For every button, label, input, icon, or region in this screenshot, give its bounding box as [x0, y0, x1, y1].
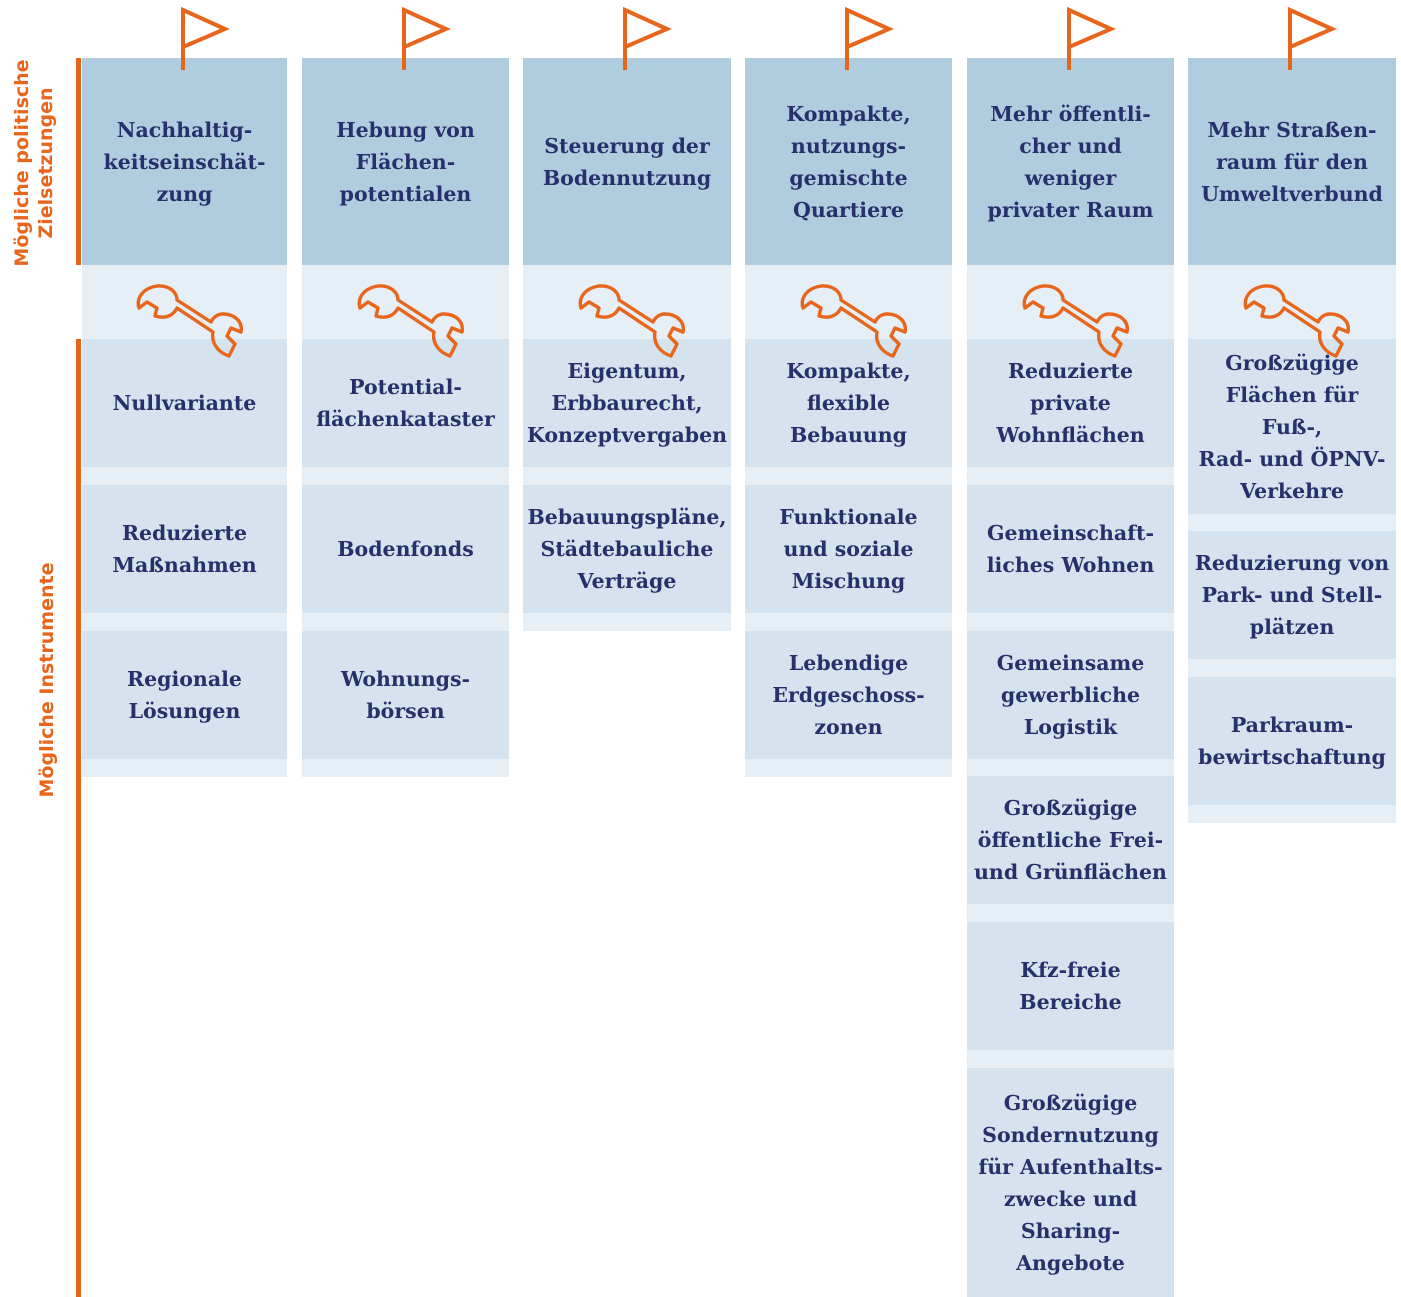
- instrument-separator: [1188, 805, 1396, 823]
- instrument-box: Bebauungspläne, Städtebauliche Verträge: [523, 485, 731, 613]
- instrument-box: Gemeinschaft- liches Wohnen: [967, 485, 1174, 613]
- instrument-label: Eigentum, Erbbaurecht, Konzeptvergaben: [526, 359, 728, 447]
- instrument-separator: [745, 467, 952, 485]
- instrument-label: Kfz-freie Bereiche: [1019, 958, 1122, 1014]
- instrument-box: Großzügige Flächen für Fuß-, Rad- und ÖP…: [1188, 339, 1396, 514]
- instrument-label: Lebendige Erdgeschoss- zonen: [772, 651, 925, 739]
- instrument-label: Reduzierte private Wohnflächen: [996, 359, 1145, 447]
- instrument-label: Parkraum- bewirtschaftung: [1198, 713, 1386, 769]
- instrument-label: Gemeinsame gewerbliche Logistik: [996, 651, 1145, 739]
- instrument-separator: [967, 467, 1174, 485]
- instrument-label: Funktionale und soziale Mischung: [779, 505, 918, 593]
- instrument-box: Reduzierung von Park- und Stell- plätzen: [1188, 531, 1396, 659]
- instrument-separator: [967, 1050, 1174, 1068]
- instrument-label: Großzügige Flächen für Fuß-, Rad- und ÖP…: [1198, 350, 1386, 503]
- instrument-label: Bebauungspläne, Städtebauliche Verträge: [527, 505, 727, 593]
- instrument-box: Großzügige Sondernutzung für Aufenthalts…: [967, 1068, 1174, 1297]
- instrument-box: Nullvariante: [82, 339, 287, 467]
- goals-axis-line: [76, 58, 81, 265]
- flag-icon: [622, 6, 672, 72]
- instrument-box: Bodenfonds: [302, 485, 509, 613]
- instrument-separator: [302, 613, 509, 631]
- instrument-separator: [523, 613, 731, 631]
- instrument-box: Reduzierte private Wohnflächen: [967, 339, 1174, 467]
- flag-icon: [401, 6, 451, 72]
- instrument-separator: [967, 904, 1174, 922]
- flag-icon: [1287, 6, 1337, 72]
- goal-label: Hebung von Flächen- potentialen: [336, 117, 475, 206]
- instrument-separator: [967, 613, 1174, 631]
- instrument-separator: [82, 467, 287, 485]
- goal-box: Nachhaltig- keitseinschät- zung: [82, 58, 287, 265]
- goal-box: Hebung von Flächen- potentialen: [302, 58, 509, 265]
- flag-icon: [180, 6, 230, 72]
- instrument-label: Nullvariante: [112, 391, 257, 415]
- instrument-separator: [1188, 514, 1396, 531]
- instrument-separator: [745, 759, 952, 777]
- instrument-box: Großzügige öffentliche Frei- und Grünflä…: [967, 776, 1174, 904]
- instrument-box: Potential- flächenkataster: [302, 339, 509, 467]
- goal-label: Mehr Straßen- raum für den Umweltverbund: [1201, 117, 1383, 206]
- instrument-separator: [302, 467, 509, 485]
- flag-icon: [1066, 6, 1116, 72]
- flag-icon: [844, 6, 894, 72]
- goal-box: Mehr öffentli- cher und weniger privater…: [967, 58, 1174, 265]
- wrench-icon: [135, 284, 243, 364]
- instrument-label: Großzügige öffentliche Frei- und Grünflä…: [974, 796, 1167, 884]
- goals-axis-label-line2: Zielsetzungen: [35, 87, 57, 239]
- instrument-separator: [82, 759, 287, 777]
- instrument-label: Gemeinschaft- liches Wohnen: [986, 521, 1155, 577]
- instrument-box: Reduzierte Maßnahmen: [82, 485, 287, 613]
- goal-label: Kompakte, nutzungs- gemischte Quartiere: [786, 101, 911, 222]
- instrument-box: Parkraum- bewirtschaftung: [1188, 677, 1396, 805]
- instrument-separator: [302, 759, 509, 777]
- wrench-icon: [1021, 284, 1129, 364]
- instrument-box: Eigentum, Erbbaurecht, Konzeptvergaben: [523, 339, 731, 467]
- goal-label: Nachhaltig- keitseinschät- zung: [103, 117, 266, 206]
- instrument-box: Kompakte, flexible Bebauung: [745, 339, 952, 467]
- instrument-band: [967, 265, 1174, 339]
- instrument-separator: [745, 613, 952, 631]
- instrument-separator: [82, 613, 287, 631]
- wrench-icon: [356, 284, 464, 364]
- instrument-box: Wohnungs- börsen: [302, 631, 509, 759]
- instrument-box: Lebendige Erdgeschoss- zonen: [745, 631, 952, 759]
- wrench-icon: [799, 284, 907, 364]
- instrument-separator: [523, 467, 731, 485]
- instrument-box: Regionale Lösungen: [82, 631, 287, 759]
- goals-axis-label: Mögliche politische Zielsetzungen: [10, 53, 60, 273]
- instrument-band: [523, 265, 731, 339]
- goals-axis-label-line1: Mögliche politische: [11, 59, 33, 267]
- goal-label: Mehr öffentli- cher und weniger privater…: [987, 101, 1154, 222]
- instrument-box: Kfz-freie Bereiche: [967, 922, 1174, 1050]
- wrench-icon: [577, 284, 685, 364]
- instrument-label: Potential- flächenkataster: [316, 375, 495, 431]
- instrument-label: Regionale Lösungen: [127, 667, 242, 723]
- instrument-separator: [967, 758, 1174, 776]
- instrument-label: Großzügige Sondernutzung für Aufenthalts…: [978, 1090, 1163, 1275]
- goal-box: Steuerung der Bodennutzung: [523, 58, 731, 265]
- wrench-icon: [1242, 284, 1350, 364]
- instruments-axis-label: Mögliche Instrumente: [36, 562, 58, 798]
- instrument-label: Bodenfonds: [337, 537, 474, 561]
- instrument-band: [1188, 265, 1396, 339]
- instrument-box: Gemeinsame gewerbliche Logistik: [967, 631, 1174, 759]
- instrument-label: Reduzierung von Park- und Stell- plätzen: [1194, 551, 1390, 639]
- goal-label: Steuerung der Bodennutzung: [542, 133, 712, 190]
- goal-box: Mehr Straßen- raum für den Umweltverbund: [1188, 58, 1396, 265]
- instrument-band: [745, 265, 952, 339]
- instrument-band: [82, 265, 287, 339]
- instrument-band: [302, 265, 509, 339]
- instrument-label: Kompakte, flexible Bebauung: [786, 359, 911, 447]
- instrument-separator: [1188, 659, 1396, 677]
- goal-box: Kompakte, nutzungs- gemischte Quartiere: [745, 58, 952, 265]
- instruments-axis-line: [76, 339, 81, 1297]
- instrument-box: Funktionale und soziale Mischung: [745, 485, 952, 613]
- instrument-label: Wohnungs- börsen: [340, 667, 471, 723]
- instrument-label: Reduzierte Maßnahmen: [112, 521, 257, 577]
